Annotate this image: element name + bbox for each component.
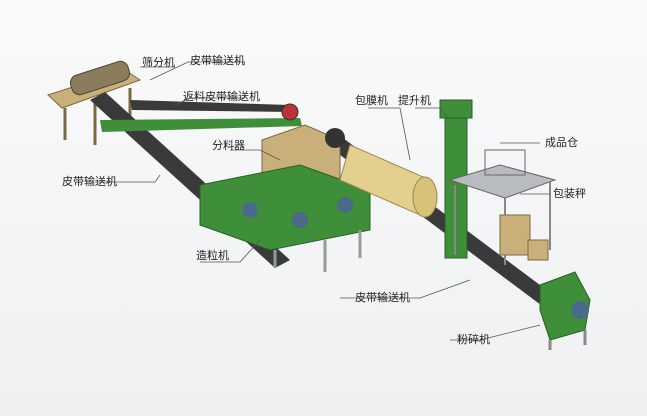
label-distributor: 分料器 [212, 139, 245, 152]
crusher-machine [539, 271, 591, 350]
product-silo [448, 149, 557, 265]
label-product-silo: 成品仓 [545, 136, 578, 149]
return-belt-conveyor [100, 118, 302, 132]
packing-scale [499, 214, 549, 261]
leader-lines [95, 61, 550, 341]
label-elevator: 提升机 [398, 94, 431, 107]
label-return-belt-conveyor: 返料皮带输送机 [183, 90, 260, 103]
label-packing-scale: 包装秤 [553, 187, 586, 200]
label-granulator: 造粒机 [196, 249, 229, 262]
label-screener: 筛分机 [142, 56, 175, 69]
screener-machine [47, 60, 142, 145]
belt-conveyor-top [130, 100, 292, 112]
label-crusher: 粉碎机 [457, 333, 490, 346]
label-belt-conveyor-left: 皮带输送机 [62, 175, 117, 188]
granulator-machine [199, 164, 371, 272]
label-belt-conveyor-bottom: 皮带输送机 [355, 291, 410, 304]
coating-drum [339, 144, 438, 218]
bucket-elevator [439, 99, 473, 259]
label-coating-machine: 包膜机 [355, 94, 388, 107]
label-belt-conveyor-top: 皮带输送机 [190, 54, 245, 67]
